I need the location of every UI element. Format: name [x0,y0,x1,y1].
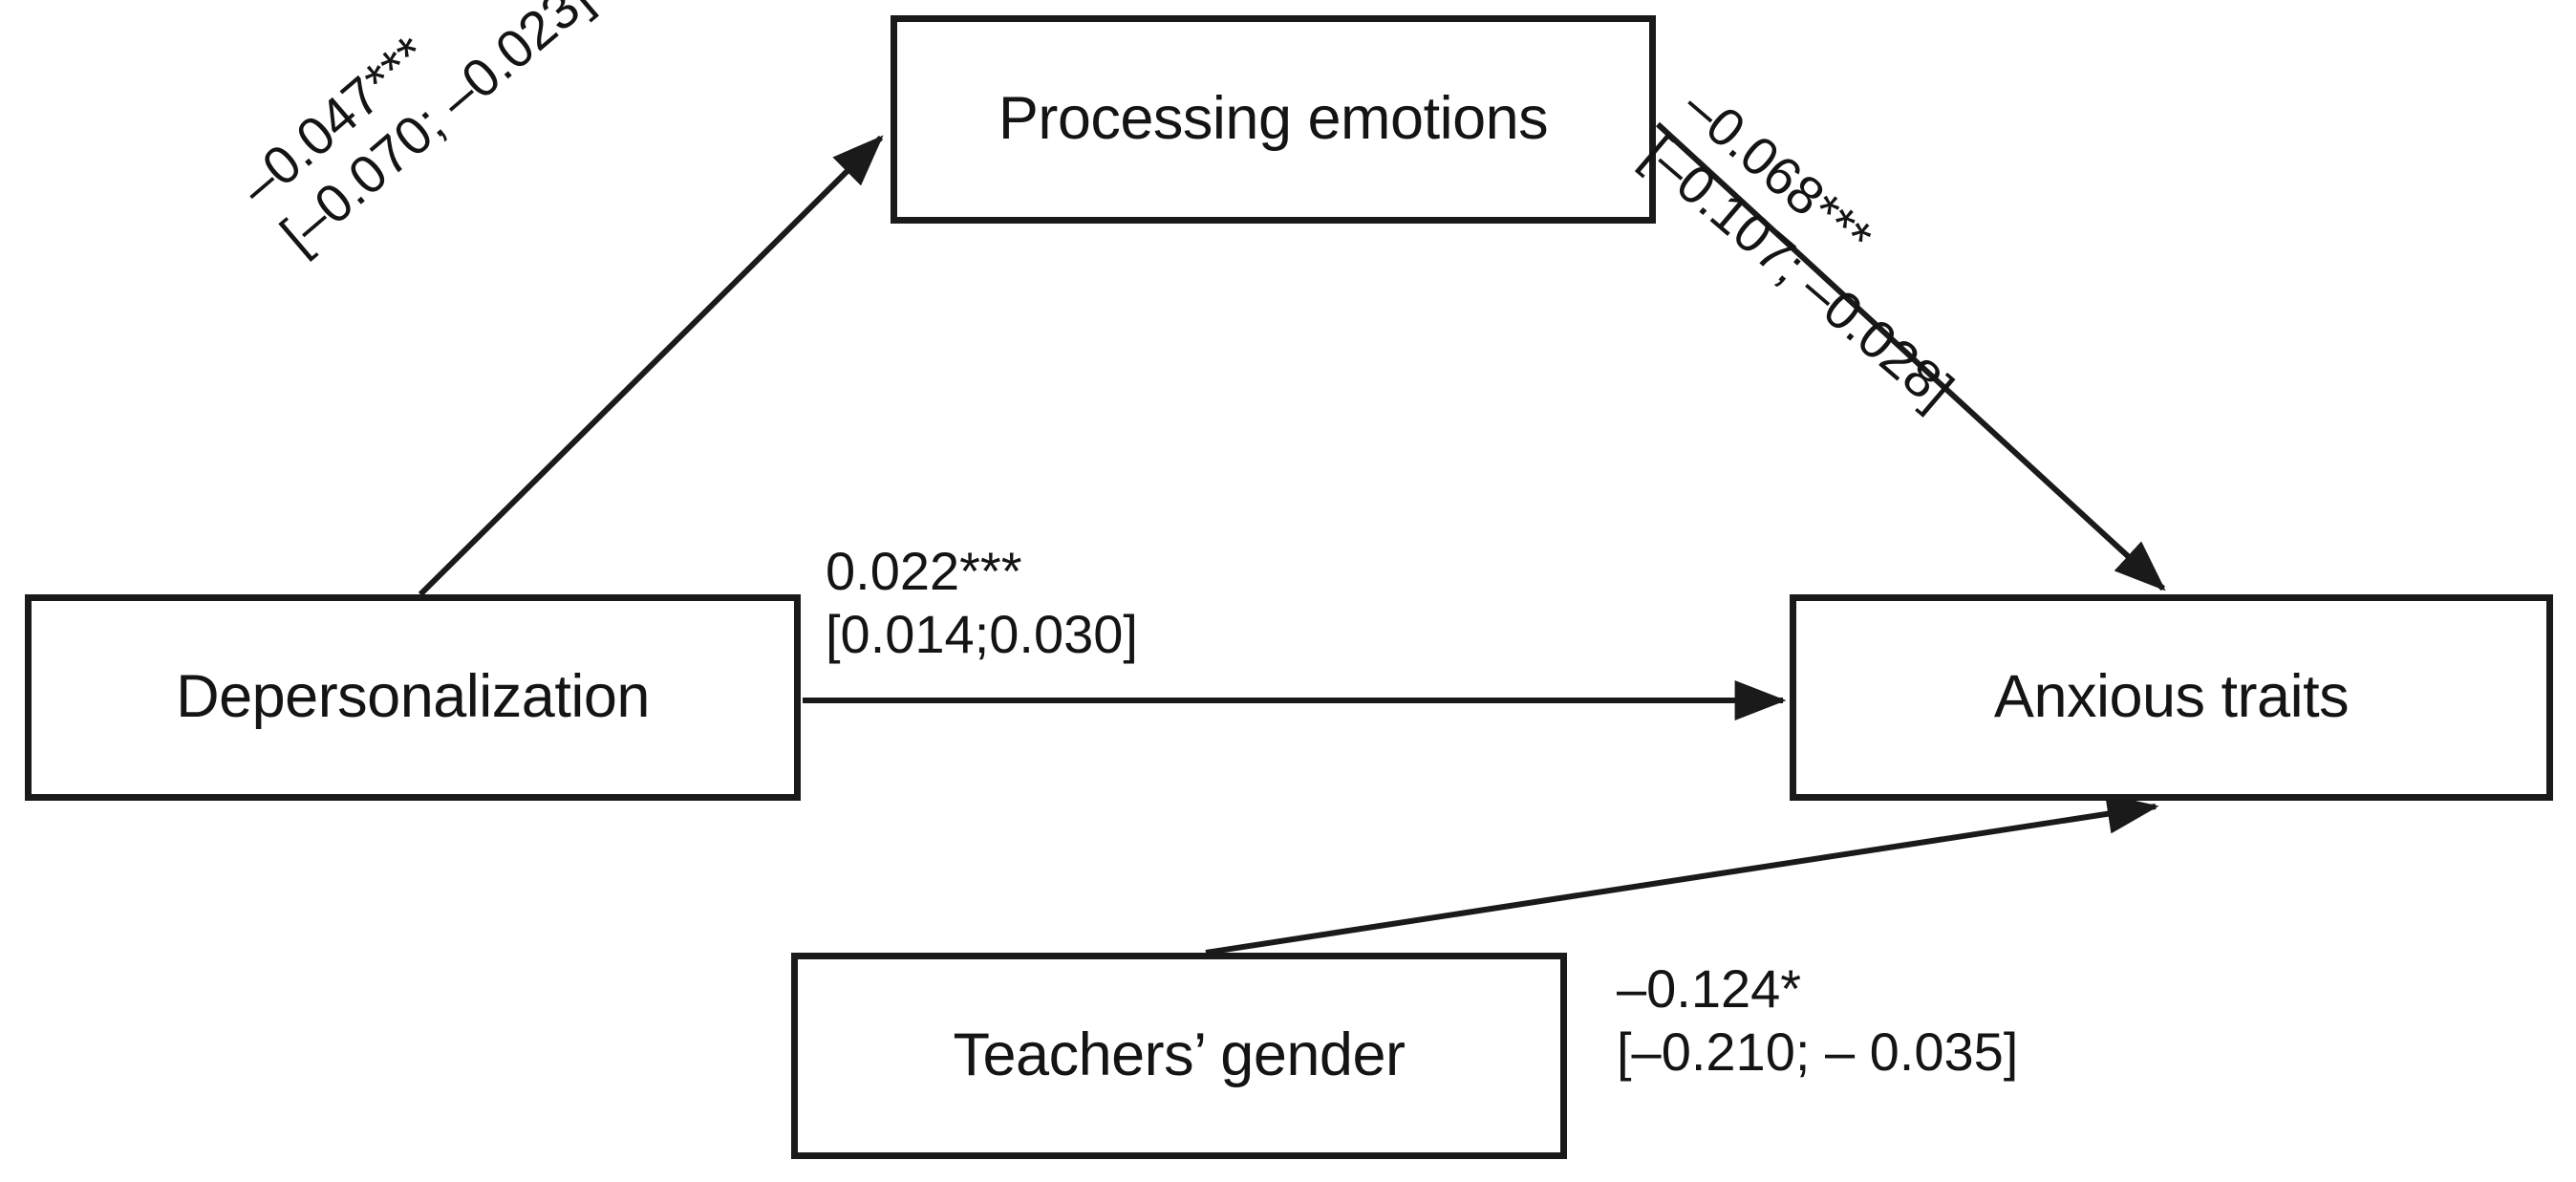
edge-c-path-confidence-interval: [0.014;0.030] [826,604,1138,665]
node-depersonalization-label: Depersonalization [176,663,650,731]
edge-moderator-path-confidence-interval: [–0.210; – 0.035] [1617,1021,2019,1083]
edge-moderator-path-line [1205,793,2159,956]
edge-moderator-path-coefficient: –0.124* [1617,958,1802,1019]
node-depersonalization[interactable]: Depersonalization [25,594,801,801]
edge-label-moderator-path: –0.124* [–0.210; – 0.035] [1617,957,2018,1084]
node-anxious-traits[interactable]: Anxious traits [1790,594,2553,801]
node-teachers-gender[interactable]: Teachers’ gender [791,953,1567,1159]
node-processing-emotions[interactable]: Processing emotions [891,15,1656,224]
edge-c-path-coefficient: 0.022*** [826,541,1022,601]
node-processing-emotions-label: Processing emotions [998,85,1549,153]
edge-b-path-line [1655,121,2166,591]
edge-a-path-line [418,135,884,597]
node-teachers-gender-label: Teachers’ gender [953,1021,1406,1089]
edge-label-c-path: 0.022*** [0.014;0.030] [826,540,1138,666]
node-anxious-traits-label: Anxious traits [1993,663,2350,731]
